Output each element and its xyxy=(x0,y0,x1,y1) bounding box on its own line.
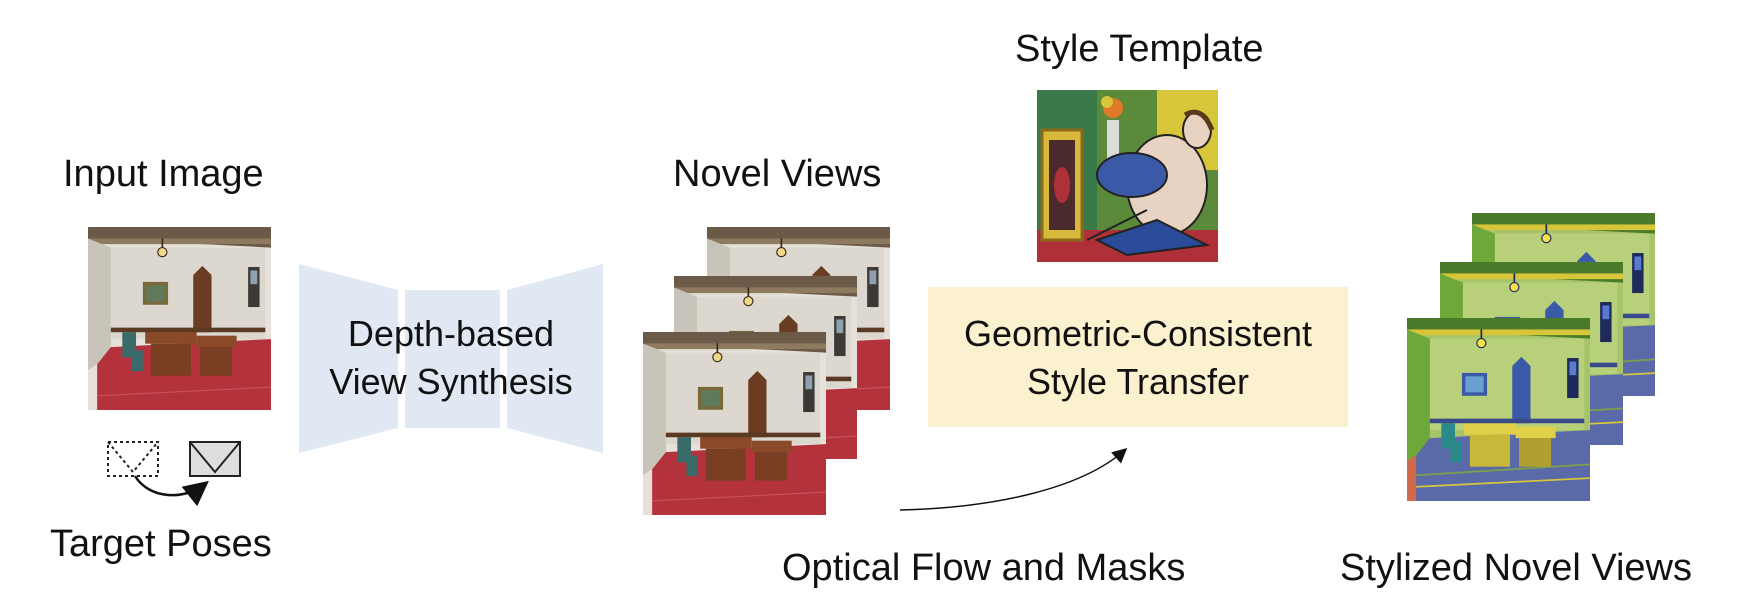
input-image xyxy=(88,227,271,410)
source-pose-icon xyxy=(107,441,159,477)
pose-arrow-icon xyxy=(133,475,209,507)
input-image-label: Input Image xyxy=(63,153,264,195)
novel-views-label: Novel Views xyxy=(673,153,882,195)
style-transfer-line2: Style Transfer xyxy=(1026,361,1250,402)
encoder-shape xyxy=(299,264,398,453)
view-synthesis-block xyxy=(299,264,603,453)
view-synthesis-line1: Depth-based xyxy=(347,313,555,354)
stylized-novel-views-label: Stylized Novel Views xyxy=(1340,547,1693,589)
style-template-image xyxy=(1037,90,1218,262)
target-pose-icon xyxy=(189,441,241,477)
style-template-label: Style Template xyxy=(1015,28,1264,70)
style-transfer-block xyxy=(928,287,1348,427)
view-synthesis-text: Depth-based View Synthesis xyxy=(299,310,603,406)
view-synthesis-line2: View Synthesis xyxy=(329,361,573,402)
stylized-view-front xyxy=(1407,318,1590,501)
bottleneck-shape xyxy=(405,290,500,428)
target-poses-label: Target Poses xyxy=(50,523,272,565)
optical-flow-label: Optical Flow and Masks xyxy=(782,547,1186,589)
flow-arrow-icon xyxy=(899,448,1128,511)
style-transfer-line1: Geometric-Consistent xyxy=(963,313,1313,354)
decoder-shape xyxy=(507,264,603,453)
novel-view-front xyxy=(643,332,826,515)
style-transfer-text: Geometric-Consistent Style Transfer xyxy=(928,310,1348,406)
